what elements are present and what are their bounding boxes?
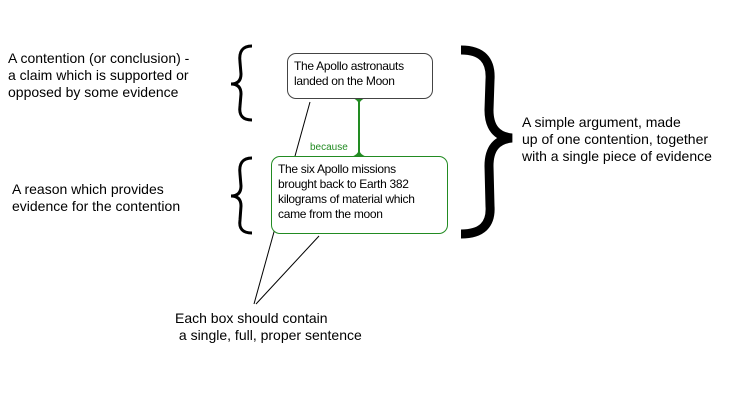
text-line: The Apollo astronauts [294, 59, 404, 73]
text-line: a claim which is supported or [8, 67, 189, 83]
text-line: A contention (or conclusion) - [8, 50, 190, 66]
text-line: with a single piece of evidence [522, 148, 712, 164]
reason-box[interactable]: The six Apollo missions brought back to … [271, 156, 448, 234]
text-line: up of one contention, together [522, 131, 709, 147]
connector-bottom-cap [350, 148, 368, 157]
text-line: landed on the Moon [294, 74, 395, 88]
reason-brace [230, 156, 253, 235]
contention-brace [230, 44, 253, 122]
contention-description: A contention (or conclusion) - a claim w… [8, 50, 189, 101]
text-line: opposed by some evidence [8, 84, 179, 100]
argument-brace [460, 45, 513, 239]
text-line: evidence for the contention [12, 198, 181, 214]
text-line: A reason which provides [12, 181, 164, 197]
text-line: A simple argument, made [522, 114, 681, 130]
text-line: Each box should contain [175, 310, 328, 326]
connector-top-cap [352, 98, 366, 106]
pointer-line-2 [255, 235, 320, 305]
text-line: brought back to Earth 382 [278, 177, 409, 191]
text-line: came from the moon [278, 207, 383, 221]
box-note: Each box should contain a single, full, … [175, 310, 362, 344]
text-line: kilograms of material which [278, 192, 415, 206]
argument-description: A simple argument, made up of one conten… [522, 114, 712, 165]
reason-description: A reason which provides evidence for the… [12, 181, 180, 215]
contention-box[interactable]: The Apollo astronauts landed on the Moon [287, 53, 433, 99]
text-line: a single, full, proper sentence [175, 327, 362, 343]
because-label: because [310, 142, 348, 153]
text-line: The six Apollo missions [278, 162, 396, 176]
